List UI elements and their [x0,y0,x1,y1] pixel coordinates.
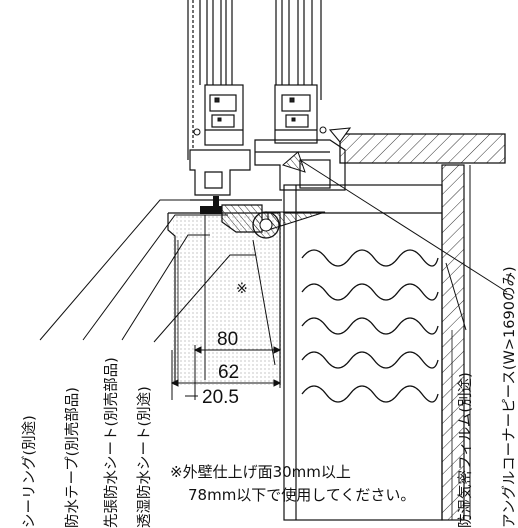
dimension-62: 62 [218,362,239,383]
leader-lines [39,199,467,380]
label-pre-waterproof-sheet: 先張防水シート(別売部品) [103,357,120,528]
backer-rod [252,211,280,239]
label-waterproof-tape: 防水テープ(別売部品) [64,387,81,528]
window-frame-upper [187,0,346,201]
label-sealing: シーリング(別途) [21,415,38,528]
note-line-1: ※外壁仕上げ面30mm以上 [170,463,351,481]
interior-sill-board [328,127,506,164]
asterisk-marker: ※ [236,281,248,297]
label-breathable-waterproof-sheet: 透湿防水シート(別途) [136,386,153,528]
label-angle-corner-piece: アングルコーナーピース(W>1690のみ) [501,266,518,528]
dimension-80: 80 [217,329,238,350]
dimension-20-5: 20.5 [202,387,239,408]
exterior-wall-finish [167,212,281,385]
angle-corner-piece [281,151,508,293]
fastener-details [193,97,327,136]
dimension-lines [170,345,282,400]
note-line-2: 78mm以下で使用してください。 [188,486,416,504]
label-vapor-barrier-film: 防湿気密フィルム(別途) [457,372,474,528]
waterproof-tape [200,196,326,233]
insulation [301,249,439,403]
